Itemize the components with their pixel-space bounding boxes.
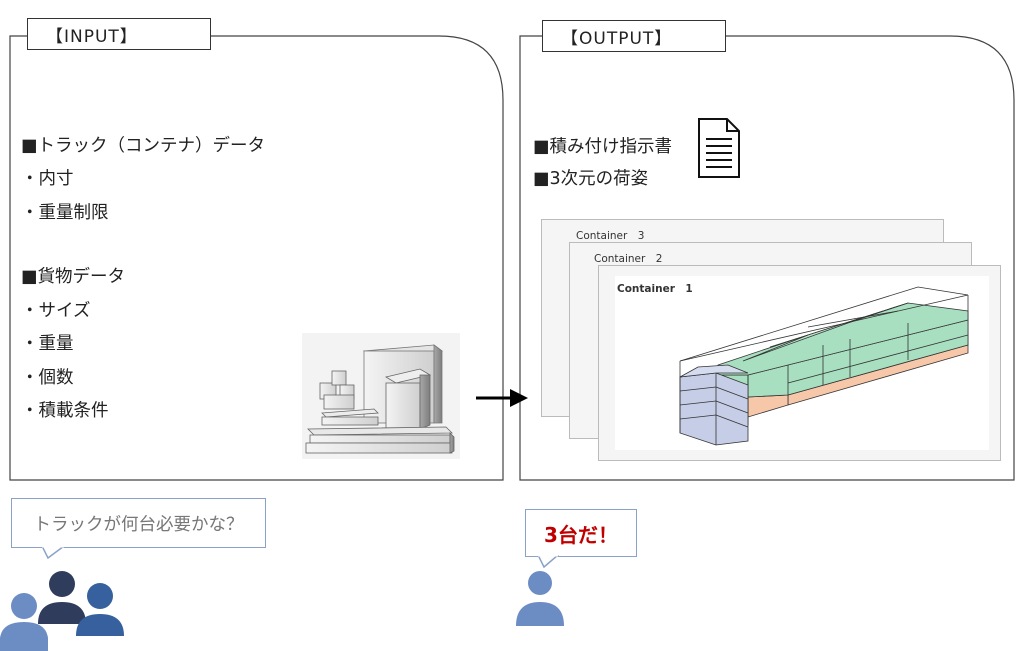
question-bubble: トラックが何台必要かな？ (11, 498, 266, 548)
input-tab: 【INPUT】 (27, 18, 211, 50)
input-line-truck-data: ■トラック（コンテナ）データ (21, 136, 266, 156)
input-line-weight-limit: ・重量制限 (21, 203, 109, 223)
cargo-boxes-icon (302, 333, 460, 459)
answer-bubble-tail (538, 555, 560, 569)
answer-text: 3台だ！ (544, 522, 618, 547)
container-3d-view (679, 286, 969, 446)
output-line-loading-instructions: ■積み付け指示書 (533, 137, 673, 157)
output-line-3d-view: ■3次元の荷姿 (533, 169, 649, 189)
document-icon (698, 118, 740, 178)
input-line-cargo-data: ■貨物データ (21, 267, 126, 287)
output-tab: 【OUTPUT】 (542, 20, 726, 52)
arrow-right-icon (476, 389, 528, 407)
input-line-loading-conditions: ・積載条件 (21, 401, 109, 421)
input-line-size: ・サイズ (21, 301, 91, 321)
input-frame (9, 35, 504, 481)
input-line-weight: ・重量 (21, 334, 74, 354)
input-line-count: ・個数 (21, 368, 74, 388)
question-bubble-tail (42, 546, 64, 560)
container-label-3: Container 3 (576, 230, 645, 242)
question-text: トラックが何台必要かな？ (33, 514, 244, 535)
container-label-2: Container 2 (594, 253, 663, 265)
person-group-icon (0, 571, 124, 651)
container-label-1: Container 1 (617, 283, 693, 295)
output-frame (519, 35, 1015, 481)
input-line-inner-size: ・内寸 (21, 169, 74, 189)
answer-bubble: 3台だ！ (525, 509, 637, 557)
person-icon (516, 571, 564, 626)
